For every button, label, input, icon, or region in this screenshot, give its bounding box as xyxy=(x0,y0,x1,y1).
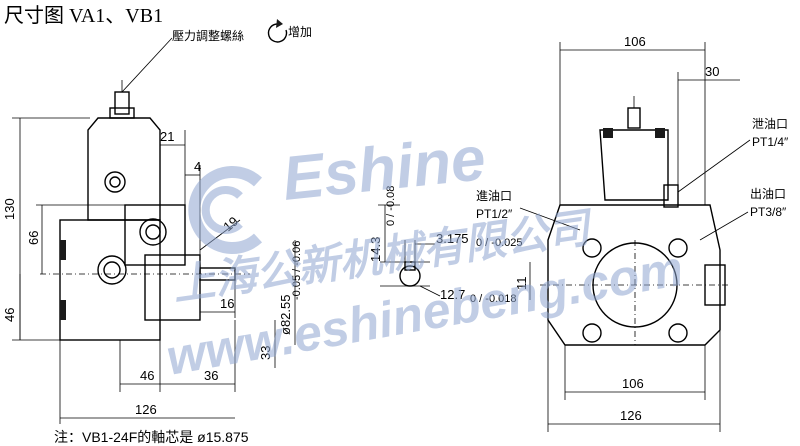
dim-106-bottom: 106 xyxy=(622,376,644,391)
dim-82-55: ø82.55 xyxy=(278,295,293,335)
dim-21: 21 xyxy=(160,129,174,144)
dim-4: 4 xyxy=(194,159,201,174)
flange-block xyxy=(124,204,186,266)
watermark-brand: Eshine xyxy=(279,124,488,214)
dim-14-3: 14.3 xyxy=(368,237,383,262)
increase-label: 增加 xyxy=(288,25,312,39)
adjust-screw xyxy=(114,91,130,115)
dim-46-vertical: 46 xyxy=(2,308,17,322)
dim-30: 30 xyxy=(705,64,719,79)
dim-12-7: 12.7 xyxy=(440,287,465,302)
watermark: Eshine 上海公新机械有限公司 www.eshinebeng.com xyxy=(162,124,687,386)
dim-46-horizontal: 46 xyxy=(140,368,154,383)
drawing-title: 尺寸图 VA1、VB1 xyxy=(4,4,163,27)
dim-3-175-tolerance: 0 / -0.025 xyxy=(476,237,522,249)
dim-11: 11 xyxy=(514,277,529,291)
outlet-port-label: 出油口 xyxy=(750,187,786,201)
dim-33: 33 xyxy=(258,346,273,360)
front-view: 106 30 11 106 126 泄油口 PT1/4″ 進油口 PT1/2″ … xyxy=(476,34,789,432)
dim-126-right: 126 xyxy=(620,408,642,423)
dim-66: 66 xyxy=(26,231,41,245)
dim-12-7-tolerance: 0 / -0.018 xyxy=(470,293,516,305)
dim-14-3-tolerance: 0 / -0.08 xyxy=(385,186,397,226)
outlet-port-thread: PT3/8″ xyxy=(750,205,787,219)
dim-36: 36 xyxy=(204,368,218,383)
inlet-port-thread: PT1/2″ xyxy=(476,207,513,221)
dim-82-55-tolerance: -0.05 / -0.06 xyxy=(291,241,303,300)
dim-130: 130 xyxy=(2,198,17,220)
pump-body xyxy=(59,219,161,341)
footnote: 注：VB1-24F的軸芯是 ø15.875 xyxy=(54,429,249,445)
drain-port-thread: PT1/4″ xyxy=(752,135,789,149)
dim-126-left: 126 xyxy=(135,402,157,417)
screw-leader xyxy=(121,37,173,93)
dim-106-top: 106 xyxy=(624,34,646,49)
dim-3-175: 3.175 xyxy=(436,231,469,246)
watermark-logo-icon xyxy=(188,166,263,254)
inlet-port-label: 進油口 xyxy=(476,189,512,203)
side-view: 壓力調整螺絲 增加 130 66 xyxy=(2,19,312,424)
drain-port-label: 泄油口 xyxy=(752,117,788,131)
pressure-screw-label: 壓力調整螺絲 xyxy=(172,28,244,43)
shaft-key-detail: 14.3 0 / -0.08 3.175 0 / -0.025 12.7 0 /… xyxy=(368,186,522,305)
rotation-increase-icon xyxy=(267,19,288,43)
dim-16: 16 xyxy=(220,296,234,311)
